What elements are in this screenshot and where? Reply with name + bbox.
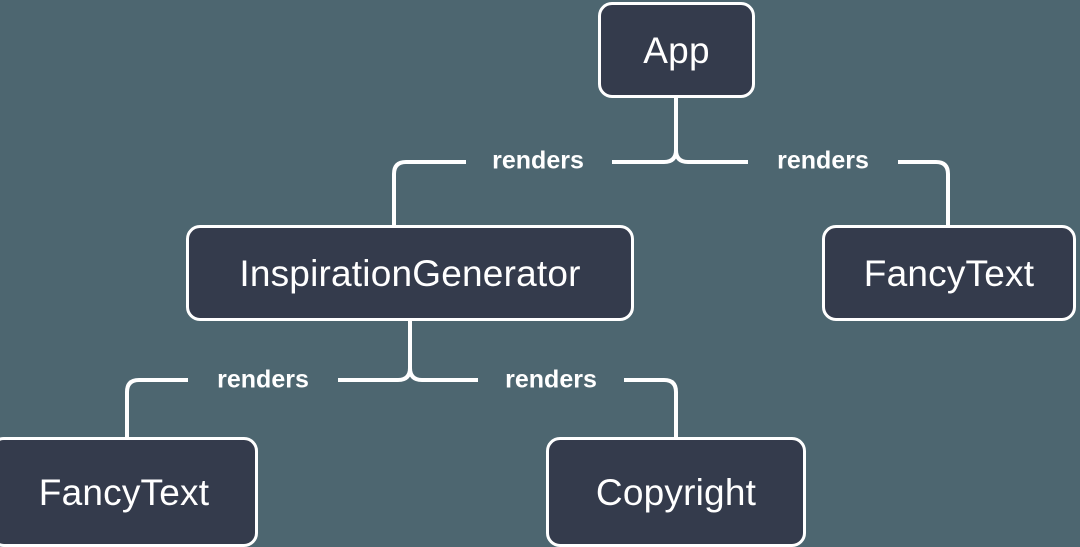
node-fancytext-left-label: FancyText (38, 471, 210, 513)
node-copyright-label: Copyright (595, 471, 757, 513)
edge-path-5 (125, 378, 188, 437)
node-app[interactable]: App (598, 2, 755, 98)
edge-label-app-to-fancytext-right: renders (777, 146, 869, 175)
edge-path-6 (408, 321, 478, 382)
edge-path-2 (674, 98, 748, 164)
edge-path-0 (612, 98, 678, 164)
edge-path-3 (898, 160, 950, 225)
node-inspiration-generator-label: InspirationGenerator (239, 252, 581, 294)
node-inspiration-generator[interactable]: InspirationGenerator (186, 225, 634, 321)
node-fancytext-right-label: FancyText (863, 252, 1035, 294)
edge-label-inspiration-generator-to-copyright: renders (505, 365, 597, 394)
node-fancytext-right[interactable]: FancyText (822, 225, 1076, 321)
node-copyright[interactable]: Copyright (546, 437, 806, 547)
edge-label-inspiration-generator-to-fancytext-left: renders (217, 365, 309, 394)
node-fancytext-left[interactable]: FancyText (0, 437, 258, 547)
edge-path-1 (392, 160, 466, 225)
edge-path-4 (338, 321, 412, 382)
node-app-label: App (643, 29, 710, 71)
edge-path-7 (624, 378, 678, 437)
edge-label-app-to-inspiration-generator: renders (492, 146, 584, 175)
